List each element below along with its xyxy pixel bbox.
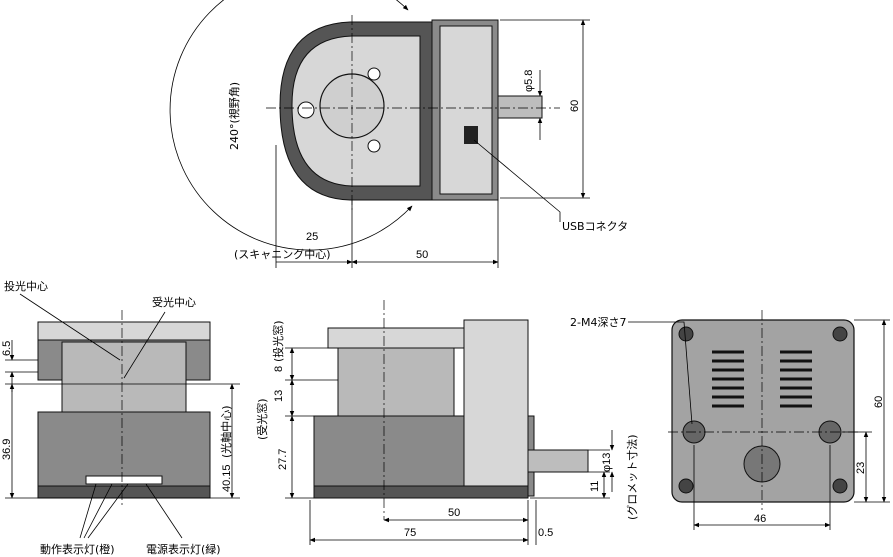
phi58-label: φ5.8 (523, 70, 535, 92)
dim-36-9: 36.9 (1, 439, 13, 460)
emitter-window-label: (投光窓) (271, 320, 285, 362)
dim-60-top: 60 (569, 100, 581, 112)
vent-slots-left (712, 350, 744, 408)
front-top-cap (37, 321, 211, 341)
receiver-center-label: 受光中心 (152, 295, 196, 309)
view-angle-label: 240°(視野角) (227, 82, 241, 150)
emitter-center-label: 投光中心 (4, 279, 48, 293)
corner-screw-br (832, 478, 848, 494)
dim-50-top: 50 (416, 249, 428, 261)
mount-hole-lower (367, 139, 381, 153)
scan-center-label: (スキャニング中心) (234, 247, 331, 261)
rear-plate (671, 319, 855, 503)
side-window (337, 347, 455, 417)
power-indicator-label: 電源表示灯(緑) (146, 542, 221, 556)
phi13-label: φ13 (601, 453, 613, 472)
dim-0-5: 0.5 (538, 527, 553, 539)
front-foot (37, 485, 211, 499)
dim-46: 46 (754, 513, 766, 525)
top-view (169, 0, 590, 268)
cable-stub (497, 95, 543, 119)
dim-8: 8 (273, 366, 285, 372)
dim-25: 25 (306, 231, 318, 243)
indicator-strip (85, 475, 163, 485)
side-rear-block (463, 319, 529, 497)
dim-75: 75 (404, 527, 416, 539)
dim-23: 23 (855, 462, 867, 474)
side-top-cap (327, 327, 465, 349)
dim-11: 11 (589, 481, 601, 492)
view-angle-arc (169, 0, 413, 251)
rear-view (628, 310, 890, 530)
op-indicator-label: 動作表示灯(橙) (40, 542, 115, 556)
side-view (285, 300, 615, 545)
dim-60-rear: 60 (873, 396, 885, 408)
dim-50-side: 50 (448, 507, 460, 519)
mount-hole-left (297, 101, 315, 119)
dim-40-15: 40.15 (221, 464, 233, 492)
receiver-window-label: (受光窓) (255, 398, 269, 440)
side-cable (527, 449, 589, 473)
rear-cap (439, 25, 493, 195)
dim-13: 13 (273, 390, 285, 402)
dim-6-5: 6.5 (1, 341, 13, 356)
mount-hole-upper (367, 67, 381, 81)
corner-screw-tl (678, 326, 694, 342)
dim-27-7: 27.7 (277, 449, 289, 470)
side-foot (313, 485, 529, 499)
optical-axis-label: (光軸中心) (219, 405, 233, 458)
front-view (5, 293, 240, 539)
usb-connector-label: USBコネクタ (562, 220, 628, 233)
corner-screw-tr (832, 326, 848, 342)
front-window (61, 341, 187, 413)
corner-screw-bl (678, 478, 694, 494)
usb-port (464, 126, 478, 144)
tapped-holes-label: 2-M4深さ7 (570, 316, 626, 329)
vent-slots-right (780, 350, 812, 408)
grommet-dim-label: (グロメット寸法) (625, 434, 639, 520)
